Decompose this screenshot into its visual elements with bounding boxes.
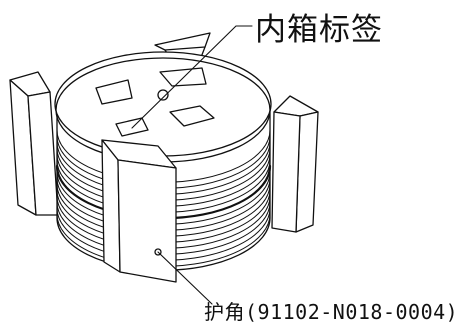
inner-box-label-text: 内箱标签 [255,12,383,48]
leader-line-icon [131,25,253,305]
inner-box-label-sticker [115,117,149,137]
corner-protector-front [101,139,177,283]
corner-protector-left [9,71,59,216]
corner-protector-label-text: 护角(91102-N018-0004) [204,300,458,324]
corner-protector-right [271,95,319,233]
packing-diagram: 内箱标签 护角(91102-N018-0004) [9,12,458,324]
reel-stack-drawing [9,25,319,305]
